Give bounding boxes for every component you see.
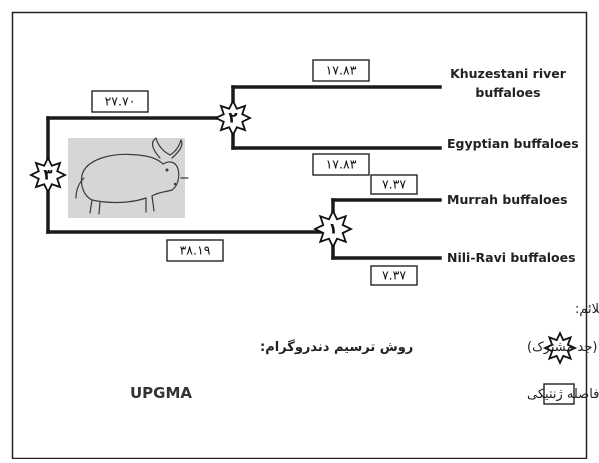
leaf-khuzestani-line1: Khuzestani river — [450, 66, 567, 81]
length-box-node1-frame — [166, 239, 224, 262]
buffalo-photo — [68, 137, 189, 218]
node3-marker: ۳ — [28, 155, 68, 195]
method-label: روش ترسیم دندروگرام: — [260, 339, 413, 355]
length-node2-upper: ۲۷.۷۰ — [105, 94, 136, 109]
leaf-murrah: Murrah buffaloes — [447, 192, 568, 207]
length-box-nili-ravi: ۷.۳۷ — [370, 265, 418, 286]
tree-branches — [46, 85, 442, 260]
legend-internal-node-label: گره داخلی (جد مشترک) — [527, 339, 599, 355]
node1-star-icon — [312, 208, 354, 250]
length-box-egyptian: ۱۷.۸۳ — [312, 153, 370, 176]
length-box-node2-frame — [91, 90, 149, 113]
node1-marker: ۱ — [312, 208, 354, 250]
length-box-murrah-frame — [370, 174, 418, 195]
length-node1-lower: ۳۸.۱۹ — [180, 243, 211, 258]
length-egyptian: ۱۷.۸۳ — [326, 157, 357, 172]
node2-label: ۲ — [228, 109, 237, 127]
node1-label: ۱ — [328, 220, 337, 238]
length-box-nili-ravi-frame — [370, 265, 418, 286]
length-box-node1: ۳۸.۱۹ — [166, 239, 224, 262]
legend: علائم: گره داخلی (جد مشترک) طول فاصله ژن… — [527, 302, 599, 405]
length-box-khuzestani: ۱۷.۸۳ — [312, 59, 370, 82]
method-name: UPGMA — [130, 384, 192, 402]
leaf-labels: Khuzestani river buffaloes Egyptian buff… — [447, 66, 579, 265]
legend-node-star-icon — [542, 330, 578, 366]
leaf-khuzestani-line2: buffaloes — [475, 85, 540, 100]
length-box-node2: ۲۷.۷۰ — [91, 90, 149, 113]
length-nili-ravi: ۷.۳۷ — [382, 268, 406, 283]
legend-genetic-distance-label: طول فاصله ژنتیکی — [527, 387, 599, 402]
method-info: روش ترسیم دندروگرام: UPGMA — [130, 339, 413, 402]
node2-marker: ۲ — [213, 98, 253, 138]
length-murrah: ۷.۳۷ — [382, 177, 406, 192]
node2-star-icon — [213, 98, 253, 138]
photo-background — [68, 138, 185, 218]
length-box-khuzestani-frame — [312, 59, 370, 82]
leaf-nili-ravi: Nili-Ravi buffaloes — [447, 250, 576, 265]
length-khuzestani: ۱۷.۸۳ — [326, 63, 357, 78]
leaf-egyptian: Egyptian buffaloes — [447, 136, 579, 151]
legend-title: علائم: — [575, 302, 599, 317]
node3-label: ۳ — [43, 166, 52, 184]
length-box-egyptian-frame — [312, 153, 370, 176]
legend-distance-box-icon — [543, 383, 575, 405]
length-box-murrah: ۷.۳۷ — [370, 174, 418, 195]
node3-star-icon — [28, 155, 68, 195]
